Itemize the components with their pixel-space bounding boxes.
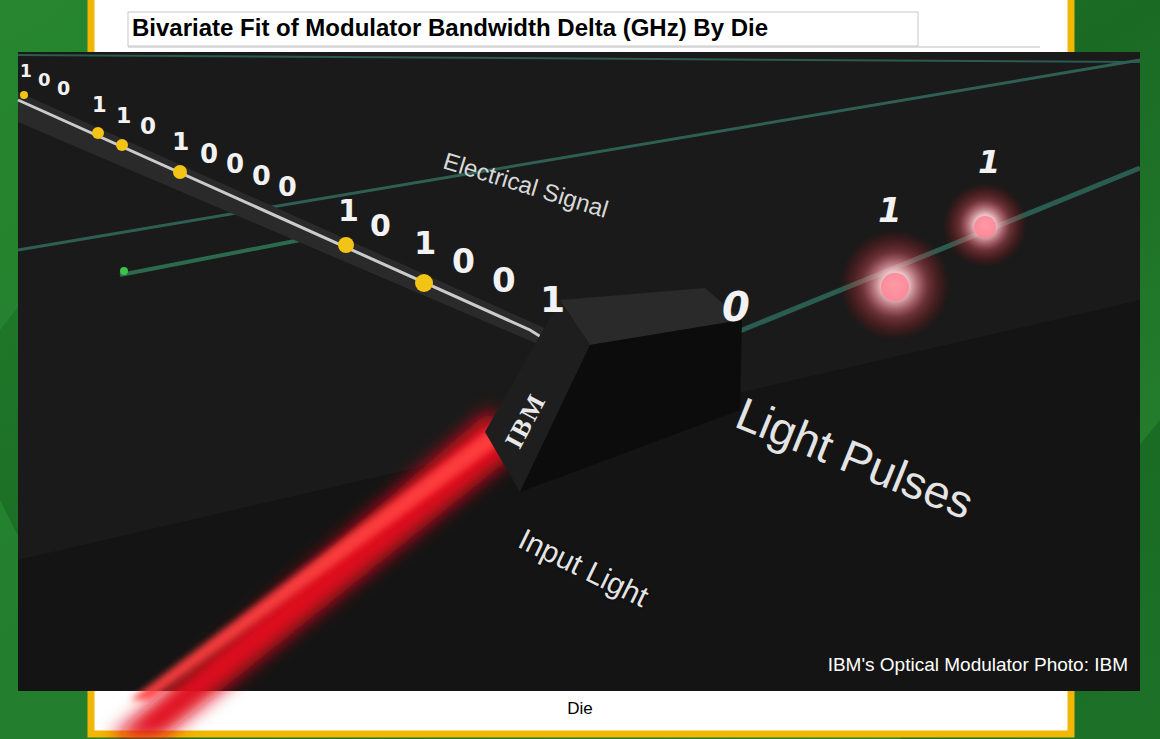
- chip-front: [520, 320, 742, 492]
- bit-digit: 1: [540, 280, 565, 320]
- input-light-beam: [110, 410, 520, 739]
- led-dot: [120, 267, 128, 275]
- chart-title: Bivariate Fit of Modulator Bandwidth Del…: [132, 15, 768, 41]
- bit-digit: 0: [140, 114, 156, 139]
- light-pulse: [943, 183, 1027, 267]
- input-label: Input Light: [514, 522, 654, 613]
- bit-digit: 1: [978, 145, 1000, 180]
- photo-shade: [18, 52, 1140, 560]
- bit-digit: 0: [452, 244, 475, 280]
- waveguide: [120, 240, 300, 275]
- bit-dots: [20, 91, 560, 362]
- bit-digit: 0: [278, 172, 297, 202]
- bit-digit: 0: [226, 150, 244, 179]
- photo-background: [18, 52, 1140, 691]
- bit-digit: 1: [20, 62, 32, 81]
- bit-digit: 0: [200, 140, 218, 169]
- signal-wire: [18, 100, 565, 352]
- bit-digit: 0: [57, 78, 70, 99]
- bit-digit: 0: [252, 161, 271, 191]
- photo-caption: IBM's Optical Modulator Photo: IBM: [828, 655, 1128, 676]
- signal-track: [18, 92, 575, 360]
- bit-digit: 1: [116, 104, 131, 128]
- bit-digit: 0: [722, 285, 750, 329]
- title-rule: [128, 47, 1040, 48]
- output-label: Light Pulses: [729, 388, 980, 529]
- chip-logo: IBM: [500, 389, 552, 454]
- bit-digit: 1: [338, 194, 359, 227]
- title-box: [128, 12, 918, 46]
- light-pulse-core: [881, 273, 909, 301]
- light-pulse-core: [974, 216, 996, 238]
- bit-digit: 1: [414, 226, 436, 261]
- bit-digit: 0: [38, 70, 51, 90]
- signal-label: Electrical Signal: [440, 148, 611, 223]
- bit-digit: 0: [492, 262, 516, 299]
- waveguide: [18, 55, 1140, 62]
- axis-label: Die: [567, 700, 593, 719]
- bit-digit: 1: [172, 128, 189, 156]
- input-light-core: [130, 425, 505, 700]
- light-pulse: [840, 230, 950, 340]
- bit-digit: 0: [370, 209, 391, 242]
- bit-digit: 1: [878, 192, 902, 229]
- bit-digit: 1: [92, 94, 107, 117]
